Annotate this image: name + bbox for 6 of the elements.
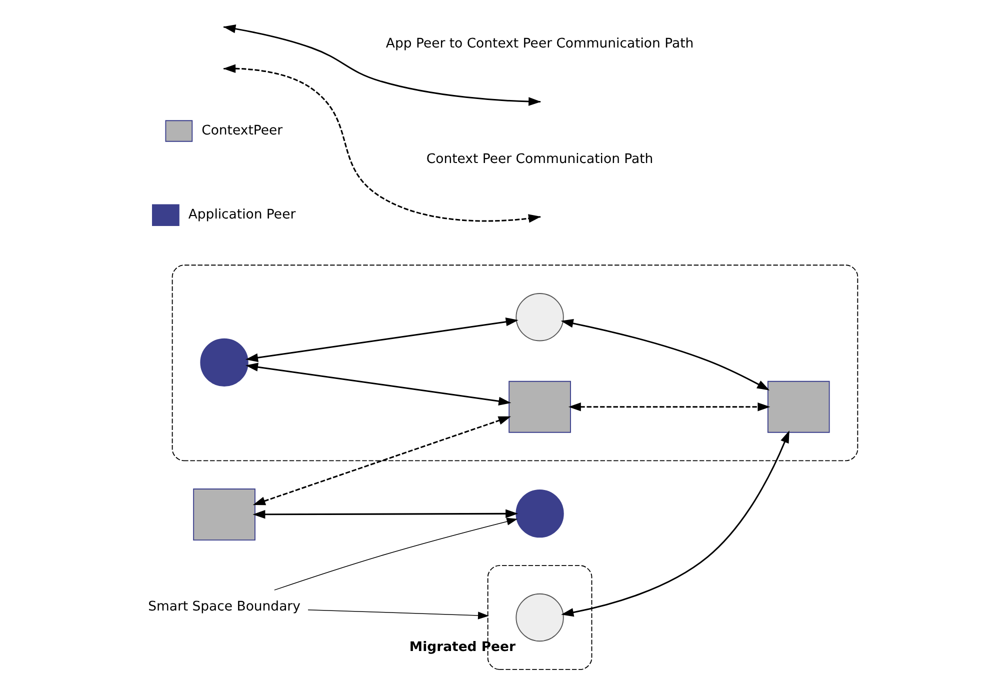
legend-label: Application Peer [188,208,296,223]
legend-label: ContextPeer [201,124,282,139]
legend-label: Context Peer Communication Path [426,152,653,167]
node-text: Smart Space Boundary [148,600,300,615]
node-label: Migrated Peer [408,640,516,655]
legend-label: App Peer to Context Peer Communication Path [385,36,694,52]
